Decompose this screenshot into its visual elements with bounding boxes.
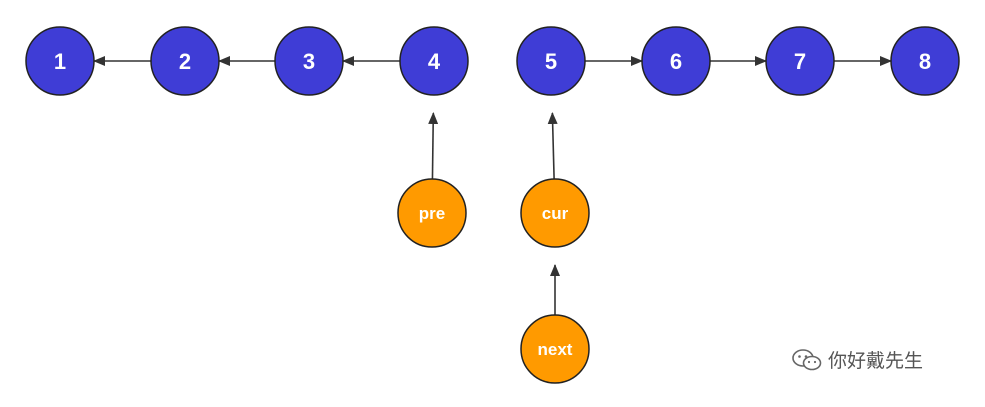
list-node-circle [274, 26, 344, 96]
pointer-circle [397, 178, 467, 248]
pointer-cur: cur [520, 178, 590, 248]
list-node-circle [150, 26, 220, 96]
list-node-circle [399, 26, 469, 96]
list-node-label: 3 [303, 49, 315, 74]
list-node-label: 7 [794, 49, 806, 74]
list-node-6: 6 [641, 26, 711, 96]
pointers-layer: pre cur next [397, 178, 590, 384]
list-node-2: 2 [150, 26, 220, 96]
list-node-circle [765, 26, 835, 96]
list-node-label: 2 [179, 49, 191, 74]
list-node-label: 6 [670, 49, 682, 74]
pointer-pre: pre [397, 178, 467, 248]
nodes-layer: 1 2 3 4 5 6 7 8 [25, 26, 960, 96]
pointer-arrow-pre-to-n4 [428, 111, 439, 180]
list-node-5: 5 [516, 26, 586, 96]
list-node-label: 8 [919, 49, 931, 74]
pointer-circle [520, 314, 590, 384]
list-node-label: 1 [54, 49, 66, 74]
pointer-next: next [520, 314, 590, 384]
links-layer [93, 56, 892, 315]
list-node-1: 1 [25, 26, 95, 96]
list-node-4: 4 [399, 26, 469, 96]
list-node-label: 4 [428, 49, 441, 74]
pointer-circle [520, 178, 590, 248]
list-node-circle [516, 26, 586, 96]
list-node-circle [641, 26, 711, 96]
pointer-label: next [538, 340, 573, 359]
pointer-arrow-cur-to-n5 [547, 111, 558, 180]
pointer-label: cur [542, 204, 569, 223]
wechat-icon [792, 348, 822, 370]
watermark: 你好戴先生 [792, 346, 923, 373]
watermark-text: 你好戴先生 [828, 350, 924, 372]
pointer-label: pre [419, 204, 445, 223]
list-node-label: 5 [545, 49, 557, 74]
list-node-circle [25, 26, 95, 96]
list-node-3: 3 [274, 26, 344, 96]
list-node-circle [890, 26, 960, 96]
list-node-8: 8 [890, 26, 960, 96]
list-node-7: 7 [765, 26, 835, 96]
